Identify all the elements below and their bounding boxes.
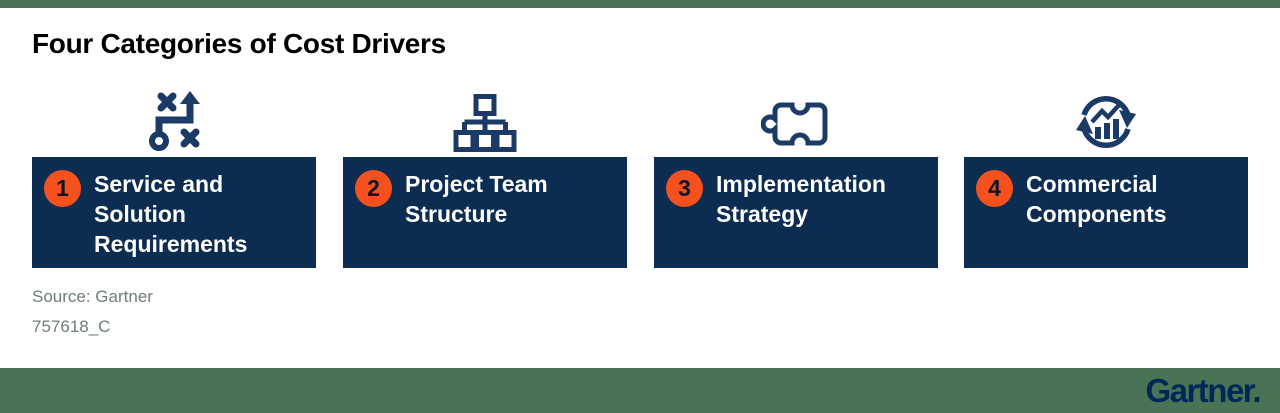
source-note: Source: Gartner (32, 287, 153, 306)
strategy-path-icon (32, 84, 316, 152)
category-project-team: 2 Project Team Structure (343, 84, 627, 268)
cycle-chart-icon (964, 84, 1248, 152)
puzzle-piece-icon (654, 84, 938, 152)
gartner-logo: Gartner. (1145, 371, 1261, 409)
number-badge: 2 (355, 170, 392, 207)
footer-bar: Gartner. (0, 368, 1280, 413)
number-badge: 1 (44, 170, 81, 207)
figure-id: 757618_C (32, 317, 111, 336)
category-label: Project Team Structure (405, 171, 548, 227)
top-accent-bar (0, 0, 1280, 8)
category-service-solution: 1 Service and Solution Requirements (32, 84, 316, 268)
category-implementation: 3 Implementation Strategy (654, 84, 938, 268)
page-title: Four Categories of Cost Drivers (32, 28, 446, 59)
category-label: Service and Solution Requirements (94, 171, 248, 257)
category-commercial: 4 Commercial Components (964, 84, 1248, 268)
category-box: 2 Project Team Structure (343, 157, 627, 268)
number-badge: 3 (666, 170, 703, 207)
number-badge: 4 (976, 170, 1013, 207)
category-label: Implementation Strategy (716, 171, 886, 227)
category-label: Commercial Components (1026, 171, 1167, 227)
org-chart-icon (343, 84, 627, 152)
category-box: 4 Commercial Components (964, 157, 1248, 268)
category-box: 1 Service and Solution Requirements (32, 157, 316, 268)
category-box: 3 Implementation Strategy (654, 157, 938, 268)
